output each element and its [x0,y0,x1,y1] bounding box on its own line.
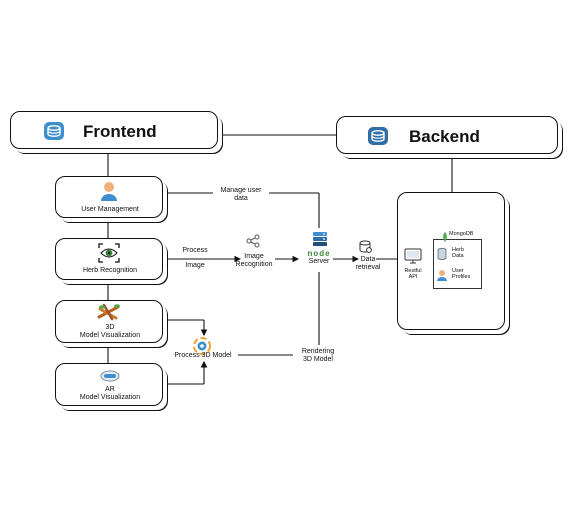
module-label-line-2: Model Visualization [79,394,141,401]
server-label: Server [308,258,330,265]
process-image-label-1: Process [182,247,208,254]
module-herb-recognition: Herb Recognition [55,238,163,280]
mongodb-label: MongoDB [449,231,474,237]
module-label: User Management [81,206,139,213]
server-stack-icon [310,230,330,253]
ar-headset-icon [100,369,120,388]
user-avatar-icon [99,180,119,207]
data-retrieval-label-1: Data [360,256,376,263]
process-image-label-2: Image [185,262,205,269]
module-label-line-1: AR [105,386,115,393]
user-profiles-label-2: Profiles [452,274,471,280]
api-label-2: API [408,274,418,280]
data-retrieval-label-2: retrieval [355,264,381,271]
mongodb-leaf-icon [442,229,448,247]
user-profiles-label-1: User [452,268,464,274]
herb-database-icon [437,247,447,265]
module-label: Herb Recognition [82,267,138,274]
frontend-title: Frontend [83,122,157,141]
database-search-icon [359,240,373,259]
module-label-line-2: Model Visualization [79,332,141,339]
image-recognition-label-2: Recognition [235,261,273,268]
stack-icon [43,121,65,146]
api-label-1: Restful [404,268,422,274]
image-recognition-label-1: Image [244,253,264,260]
module-ar-visualization: AR Model Visualization [55,363,163,406]
module-label-line-1: 3D [105,324,115,331]
mongodb-box: Herb Data User Profiles [433,239,482,289]
manage-user-label-2: data [234,195,248,202]
manage-user-label-1: Manage user [213,187,269,195]
frontend-header: Frontend [10,111,218,149]
backend-title: Backend [409,127,480,146]
rendering-label-2: 3D Model [303,356,333,363]
gear-cycle-icon [193,337,211,360]
api-window-icon [404,248,422,269]
process-3d-label: Process 3D Model [174,352,232,359]
rendering-label-1: Rendering [293,348,343,356]
backend-header: Backend [336,116,558,154]
backend-panel: Restful API Herb Data User Profiles Mong… [397,192,505,330]
user-profile-icon [437,268,447,286]
herb-bundle-icon [96,303,122,326]
module-3d-visualization: 3D Model Visualization [55,300,163,343]
module-user-management: User Management [55,176,163,218]
herb-data-label-2: Data [452,253,464,259]
herb-data-label-1: Herb [452,247,464,253]
stack-icon [367,126,389,151]
eye-scan-icon [98,243,120,268]
node-logo: node [307,249,331,258]
share-nodes-icon [246,234,260,253]
